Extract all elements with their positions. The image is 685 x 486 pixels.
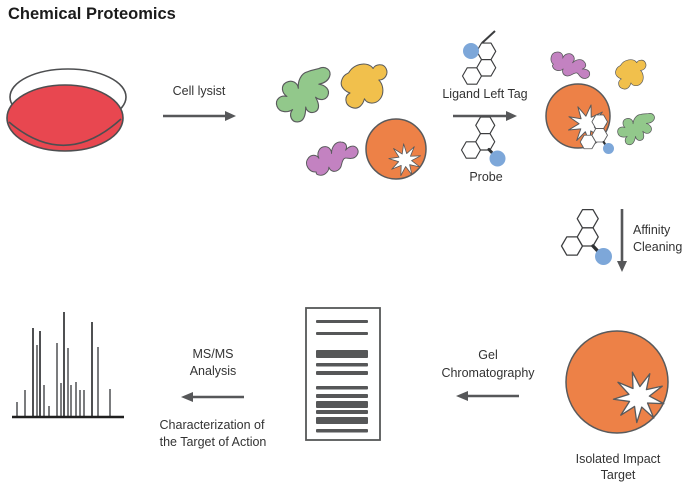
protein-blob-green-small: [615, 108, 656, 149]
protein-blob-yellow-small: [615, 59, 647, 90]
gel-band: [316, 401, 368, 408]
ligand-tag-label: Ligand Left Tag: [442, 87, 527, 101]
protein-blob-purple-small: [549, 51, 592, 80]
protein-blob-green: [275, 66, 331, 123]
protein-blob-purple: [302, 128, 362, 186]
spectrum-peaks: [16, 312, 111, 417]
ms-label-line1: MS/MS: [193, 347, 234, 361]
probe-label: Probe: [469, 170, 502, 184]
petri-dish-media: [6, 84, 124, 152]
gel-arrow: [456, 391, 519, 401]
arrowhead-down-icon: [617, 261, 627, 272]
isolated-label-line1: Isolated Impact: [576, 452, 661, 466]
mass-spectrum: [12, 312, 124, 419]
gel-band: [316, 386, 368, 390]
lysate-cluster: [275, 63, 427, 186]
arrowhead-left-icon: [181, 392, 193, 402]
affinity-arrow: [617, 209, 627, 272]
characterization-label-line2: the Target of Action: [160, 435, 267, 449]
isolated-label-line2: Target: [601, 468, 636, 482]
petri-dish-front-edge: [8, 118, 122, 147]
probe-tag-dot: [489, 150, 506, 167]
petri-dish: [6, 68, 127, 152]
arrowhead-right-icon: [225, 111, 236, 121]
bound-probe-tag-dot: [603, 143, 614, 154]
cell-lysis-label: Cell lysist: [173, 84, 226, 98]
gel-band: [316, 332, 368, 335]
gel-band: [316, 429, 368, 433]
cell-lysis-arrow: [163, 111, 236, 121]
gel-bands: [316, 320, 368, 433]
arrowhead-right-icon: [506, 111, 517, 121]
gel-band: [316, 410, 368, 414]
arrowhead-left-icon: [456, 391, 468, 401]
characterization-label-line1: Characterization of: [160, 418, 265, 432]
page-title: Chemical Proteomics: [8, 5, 176, 23]
gel-label-line1: Gel: [478, 348, 497, 362]
ms-label-line2: Analysis: [190, 364, 237, 378]
probe-structure: [460, 116, 506, 167]
affinity-probe-rings: [560, 208, 599, 256]
ligand-arrow: [453, 111, 517, 121]
affinity-tag-dot: [595, 248, 612, 265]
ms-arrow: [181, 392, 244, 402]
ligand-free: [461, 30, 497, 85]
protein-blob-yellow: [340, 63, 388, 109]
tag-dot: [463, 43, 479, 59]
isolated-target: [565, 330, 669, 434]
tag-linker-slash: [481, 30, 496, 44]
target-protein-body: [365, 118, 427, 180]
affinity-label-line2: Cleaning: [633, 240, 682, 254]
bound-cluster: [545, 51, 656, 154]
gel-band: [316, 320, 368, 323]
gel-band: [316, 371, 368, 375]
target-protein-bound: [545, 83, 614, 154]
gel-band: [316, 350, 368, 358]
gel-band: [316, 417, 368, 424]
target-protein: [365, 118, 427, 181]
affinity-label-line1: Affinity: [633, 223, 671, 237]
gel-label-line2: Chromatography: [441, 366, 535, 380]
gel-lane: [305, 307, 381, 441]
gel-band: [316, 394, 368, 398]
affinity-probe: [560, 208, 612, 265]
gel-band: [316, 363, 368, 367]
